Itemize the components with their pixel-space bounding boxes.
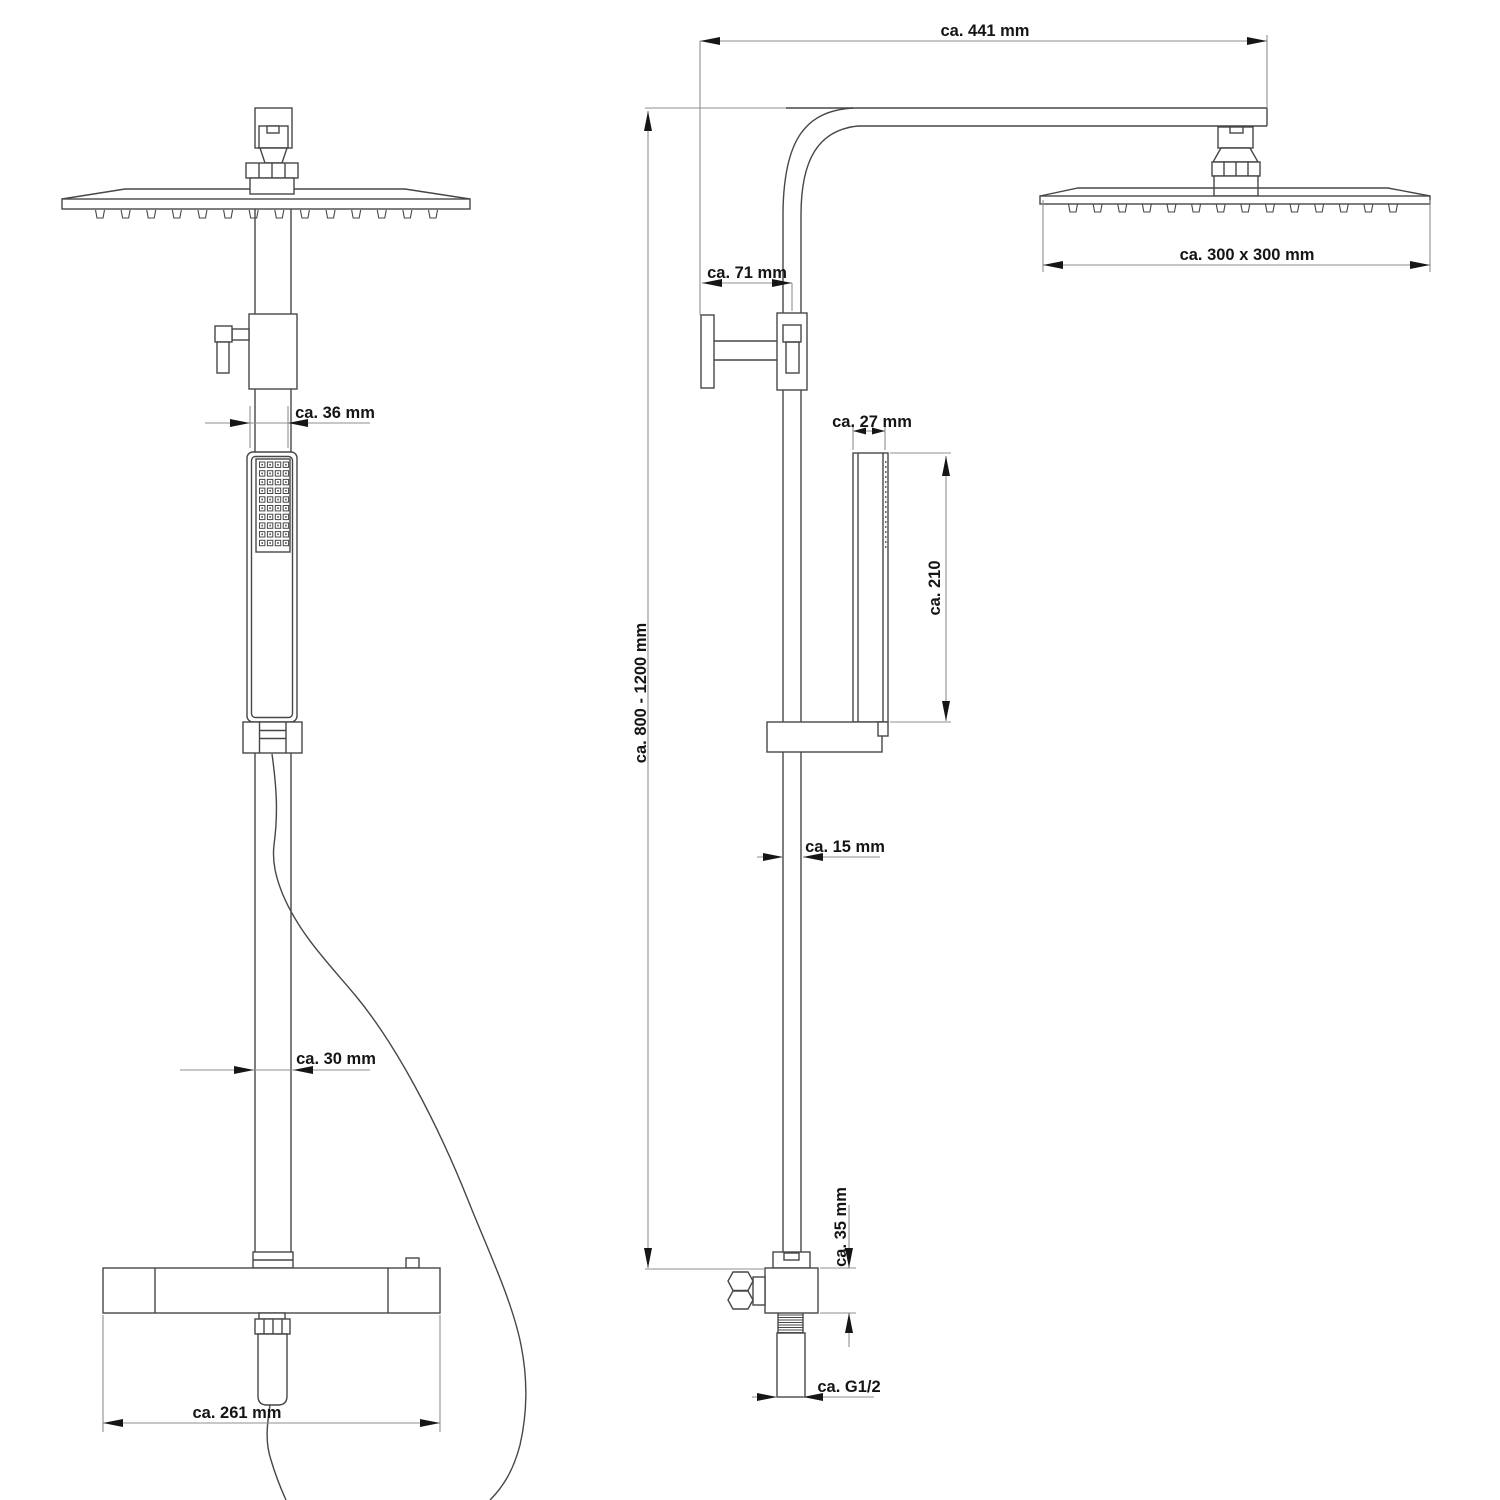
hand-shower-front (246, 451, 298, 723)
side-view: ca. 441 mm ca. 300 x 300 mm ca. 71 mm (632, 22, 1431, 1401)
diverter-front (214, 313, 298, 390)
shower-hose-lower (266, 1404, 287, 1500)
dimension-overhead-size: ca. 300 x 300 mm (1042, 200, 1431, 272)
ceiling-connector-front (245, 107, 299, 195)
shower-hose (271, 753, 527, 1500)
hand-shower-side (852, 452, 889, 723)
mixer-body-front (102, 1267, 441, 1314)
dim-300-label: ca. 300 x 300 mm (1180, 246, 1315, 264)
dim-27-label: ca. 27 mm (832, 413, 912, 431)
dimension-pipe-front: ca. 30 mm (180, 1050, 376, 1074)
inlet-pipe (776, 1332, 806, 1398)
dim-36-label: ca. 36 mm (295, 404, 375, 422)
outlet-spout-front (257, 1333, 288, 1406)
dim-30-label: ca. 30 mm (296, 1050, 376, 1068)
dimension-thread: ca. G1/2 (752, 1378, 881, 1401)
thread-section (777, 1313, 804, 1333)
dim-800-1200-label: ca. 800 - 1200 mm (632, 623, 650, 763)
spray-grid (259, 461, 290, 547)
dimension-mixer-width: ca. 261 mm (102, 1315, 441, 1432)
dimension-handshower-length: ca. 210 (890, 452, 951, 723)
dim-35-label: ca. 35 mm (832, 1187, 850, 1267)
slider-holder-front (242, 721, 303, 754)
dimension-column-height: ca. 800 - 1200 mm (632, 111, 765, 1270)
dimension-pipe-side: ca. 15 mm (757, 838, 885, 861)
slider-holder-side (766, 721, 889, 753)
dimension-wall-distance: ca. 71 mm (702, 264, 793, 311)
dim-441-label: ca. 441 mm (941, 22, 1030, 40)
head-connector-side (1211, 126, 1261, 197)
thermostat-mixer-front (102, 1251, 441, 1406)
dim-210-label: ca. 210 (926, 560, 944, 615)
dimension-handshower-width: ca. 36 mm (205, 404, 375, 448)
spray-nozzles-side (1067, 203, 1399, 213)
dim-71-label: ca. 71 mm (707, 264, 787, 282)
diverter-lever-front (214, 325, 233, 343)
dim-15-label: ca. 15 mm (805, 838, 885, 856)
dim-261-label: ca. 261 mm (193, 1404, 282, 1422)
overhead-shower-side (1039, 126, 1431, 213)
connector-block (764, 1267, 819, 1314)
wall-plate (700, 314, 715, 389)
front-view: ca. 36 mm ca. 30 mm ca. 261 mm (61, 107, 527, 1500)
shower-arm-side (645, 107, 1268, 216)
hex-nut-side (727, 1271, 754, 1292)
dimension-arm-length: ca. 441 mm (699, 22, 1268, 315)
dim-g12-label: ca. G1/2 (817, 1378, 880, 1396)
spray-nozzles-front (94, 209, 439, 219)
spray-face-front (255, 458, 291, 553)
dimension-handshower-depth: ca. 27 mm (832, 413, 912, 450)
dimension-connector-block: ca. 35 mm (820, 1187, 856, 1347)
supply-connector-side (727, 1251, 819, 1398)
wall-bracket-side (700, 312, 808, 391)
